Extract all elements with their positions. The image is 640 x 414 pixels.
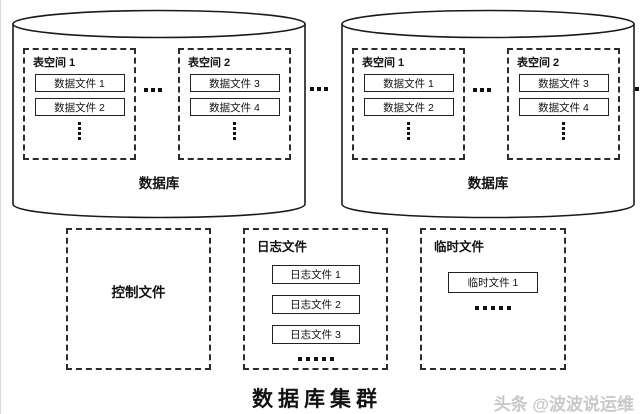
log-file-item: 日志文件 3 <box>271 325 360 344</box>
ellipsis-dots <box>310 87 328 91</box>
database-cylinder-1: 表空间 1 数据文件 1 数据文件 2 表空间 2 数据文件 3 数据文件 4 … <box>11 8 307 222</box>
data-file-box: 数据文件 1 <box>363 74 454 92</box>
vertical-ellipsis-dots <box>25 122 134 140</box>
tablespace-box: 表空间 2 数据文件 3 数据文件 4 <box>507 48 620 160</box>
ellipsis-dots <box>245 357 386 361</box>
temp-file-item: 临时文件 1 <box>448 272 538 293</box>
vertical-ellipsis-dots <box>354 122 463 140</box>
log-file-box: 日志文件 日志文件 1 日志文件 2 日志文件 3 <box>243 228 388 370</box>
data-file-box: 数据文件 1 <box>34 74 125 92</box>
watermark-text: 头条 @波波说运维 <box>493 395 634 414</box>
data-file-box: 数据文件 3 <box>518 74 609 92</box>
diagram-title: 数据库集群 <box>252 388 382 411</box>
tablespace-label: 表空间 2 <box>517 57 560 69</box>
temp-file-title: 临时文件 <box>434 240 485 254</box>
temp-file-box: 临时文件 临时文件 1 <box>420 228 566 370</box>
database-label: 数据库 <box>467 176 509 191</box>
vertical-ellipsis-dots <box>180 122 289 140</box>
tablespace-box: 表空间 1 数据文件 1 数据文件 2 <box>352 48 465 160</box>
data-file-box: 数据文件 2 <box>363 98 454 116</box>
tablespace-label: 表空间 1 <box>33 57 76 69</box>
data-file-box: 数据文件 3 <box>189 74 280 92</box>
log-file-item: 日志文件 1 <box>271 265 360 284</box>
database-cylinder-2: 表空间 1 数据文件 1 数据文件 2 表空间 2 数据文件 3 数据文件 4 … <box>340 8 636 222</box>
tablespace-box: 表空间 2 数据文件 3 数据文件 4 <box>178 48 291 160</box>
ellipsis-dots <box>422 306 564 310</box>
vertical-ellipsis-dots <box>509 122 618 140</box>
tablespace-label: 表空间 1 <box>362 57 405 69</box>
cylinder-shape <box>12 9 306 219</box>
tablespace-label: 表空间 2 <box>188 57 231 69</box>
ellipsis-dots <box>144 88 162 92</box>
tablespace-box: 表空间 1 数据文件 1 数据文件 2 <box>23 48 136 160</box>
log-file-item: 日志文件 2 <box>271 295 360 314</box>
log-file-title: 日志文件 <box>257 240 308 254</box>
ellipsis-dots <box>635 87 640 91</box>
data-file-box: 数据文件 4 <box>518 98 609 116</box>
ellipsis-dots <box>473 88 491 92</box>
cylinder-shape <box>341 9 635 219</box>
database-label: 数据库 <box>138 176 180 191</box>
control-file-label: 控制文件 <box>111 285 166 300</box>
data-file-box: 数据文件 4 <box>189 98 280 116</box>
data-file-box: 数据文件 2 <box>34 98 125 116</box>
control-file-box: 控制文件 <box>66 228 211 370</box>
